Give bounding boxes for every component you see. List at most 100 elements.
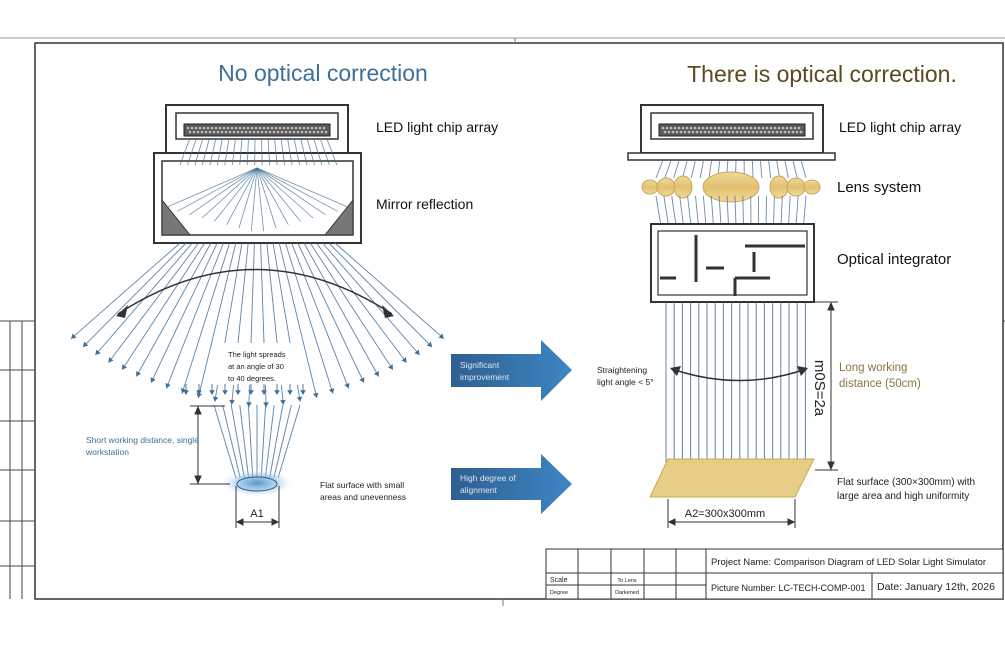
led-chip — [689, 126, 693, 130]
led-chip — [266, 126, 270, 130]
led-chip — [310, 126, 314, 130]
led-chip — [793, 126, 797, 130]
ray — [256, 167, 338, 212]
spread-label-bg — [215, 343, 300, 385]
ray — [261, 137, 263, 166]
led-chip — [298, 126, 302, 130]
led-chip — [717, 126, 721, 130]
ray-arrowhead — [401, 357, 407, 363]
ray — [226, 167, 258, 225]
darkened-label: Darkened — [615, 590, 639, 596]
led-chip — [751, 130, 755, 134]
led-chip — [725, 126, 729, 130]
ray — [278, 242, 318, 399]
ray — [150, 242, 218, 383]
led-chip — [745, 126, 749, 130]
led-chip — [276, 130, 280, 134]
led-chip — [286, 126, 290, 130]
ray — [751, 159, 754, 179]
led-chip — [715, 130, 719, 134]
led-chip — [769, 126, 773, 130]
led-chip — [192, 130, 196, 134]
led-chip — [797, 126, 801, 130]
ray — [280, 137, 285, 166]
arc-arrowhead-left — [116, 305, 128, 318]
ray-arrowhead — [196, 390, 202, 395]
lens-element — [786, 177, 806, 197]
margin-table — [0, 320, 35, 599]
ray-arrowhead — [287, 390, 293, 395]
title-block — [545, 548, 1004, 600]
arc-arrowhead-right — [382, 305, 394, 318]
ray-arrowhead — [328, 388, 335, 394]
led-chip — [727, 130, 731, 134]
ray — [784, 159, 789, 179]
short-distance-label-2: workstation — [85, 447, 129, 457]
led-chip — [683, 130, 687, 134]
ray-arrowhead — [300, 390, 306, 395]
lens-element — [702, 171, 760, 203]
led-chip — [206, 126, 210, 130]
lens-system — [641, 171, 821, 203]
led-chip — [320, 130, 324, 134]
ray — [238, 167, 258, 229]
led-chip — [258, 126, 262, 130]
ray — [216, 137, 223, 166]
led-chip — [719, 130, 723, 134]
straightening-angle-arc — [671, 368, 807, 382]
led-chip — [735, 130, 739, 134]
ray — [231, 137, 236, 166]
led-chip — [202, 126, 206, 130]
ray-arrowhead — [150, 377, 156, 383]
led-chip — [242, 126, 246, 130]
led-chip — [236, 130, 240, 134]
led-chip — [781, 126, 785, 130]
alignment-arrow: High degree of alignment — [451, 454, 572, 514]
led-chip — [761, 126, 765, 130]
ray — [319, 137, 330, 166]
ray — [334, 242, 445, 340]
ray — [135, 242, 212, 377]
down-arrows-row — [183, 384, 306, 395]
significant-improvement-arrow: Significant improvement — [451, 340, 572, 401]
ray — [246, 137, 249, 166]
led-chip — [268, 130, 272, 134]
ray — [256, 167, 326, 215]
led-chip — [250, 126, 254, 130]
long-working-distance-dimension — [815, 301, 838, 471]
integrator-label: Optical integrator — [837, 251, 951, 268]
led-chip — [679, 130, 683, 134]
a2-dimension — [667, 499, 796, 528]
ray — [250, 167, 258, 232]
led-chip — [757, 126, 761, 130]
led-chip — [216, 130, 220, 134]
led-chip — [214, 126, 218, 130]
alignment-label-1: High degree of — [460, 473, 516, 483]
led-chip — [723, 130, 727, 134]
long-distance-label-2: distance (50cm) — [839, 378, 921, 390]
ray — [121, 242, 206, 371]
left-light-spot — [223, 470, 291, 496]
led-chip — [721, 126, 725, 130]
led-chip — [705, 126, 709, 130]
ray — [316, 242, 407, 363]
led-chip — [322, 126, 326, 130]
led-chip — [759, 130, 763, 134]
led-chip — [765, 126, 769, 130]
led-chip — [787, 130, 791, 134]
led-chip — [254, 126, 258, 130]
ray-arrowhead — [229, 399, 235, 405]
short-distance-label-1: Short working distance, single — [86, 435, 199, 445]
ray-arrowhead — [183, 390, 189, 395]
ray — [682, 159, 688, 179]
led-chip — [749, 126, 753, 130]
led-chip — [210, 126, 214, 130]
led-chip — [312, 130, 316, 134]
led-chip — [238, 126, 242, 130]
ray — [306, 137, 315, 166]
ray-arrowhead — [312, 392, 319, 398]
led-chip — [791, 130, 795, 134]
ray — [326, 137, 338, 166]
led-chip — [316, 130, 320, 134]
ray — [189, 167, 258, 215]
